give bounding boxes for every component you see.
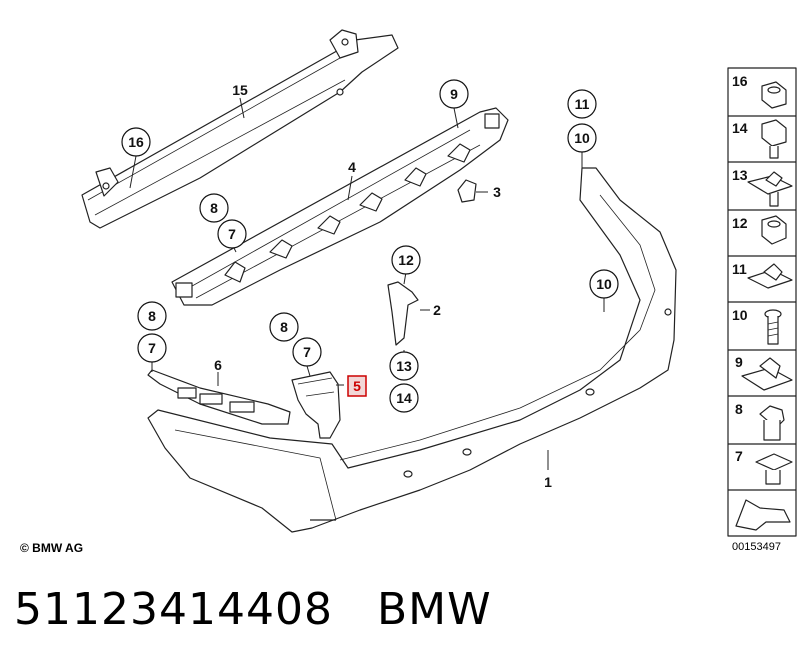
- callout-7-mid: 7: [303, 344, 311, 360]
- parts-diagram: 15 16 9 4 3 8 7 11 10 12 2 10 8 7 8 7 6 …: [81, 29, 797, 537]
- callout-14: 14: [396, 390, 412, 406]
- part-1-bumper: [147, 167, 677, 533]
- callout-13: 13: [396, 358, 412, 374]
- clip-nut-icon: [747, 171, 793, 207]
- legend-number-7: 7: [735, 448, 743, 464]
- callout-5: 5: [353, 378, 361, 394]
- callout-3: 3: [493, 184, 501, 200]
- callout-10: 10: [574, 130, 590, 146]
- clip-icon: [747, 263, 793, 289]
- part-caption: 51123414408 BMW: [14, 584, 492, 635]
- arrow-icon: [735, 499, 791, 531]
- copyright-text: © BMW AG: [20, 541, 84, 555]
- callout-2: 2: [433, 302, 441, 318]
- legend-number-13: 13: [732, 167, 748, 183]
- legend-number-10: 10: [732, 307, 748, 323]
- callout-circles: [121, 79, 619, 413]
- legend-number-8: 8: [735, 401, 743, 417]
- spring-clip-icon: [741, 357, 793, 391]
- screw-icon: [755, 453, 793, 485]
- part-6-guide: [147, 369, 291, 425]
- callout-7: 7: [228, 226, 236, 242]
- brand-name: BMW: [376, 584, 492, 635]
- part-number: 51123414408: [14, 584, 333, 635]
- legend-number-12: 12: [732, 215, 748, 231]
- part-3-clip: [457, 179, 477, 203]
- legend-number-14: 14: [732, 120, 748, 136]
- callout-11: 11: [575, 96, 590, 112]
- callout-8: 8: [210, 200, 218, 216]
- highlight-box-part-5: [347, 375, 367, 397]
- callout-8-mid: 8: [280, 319, 288, 335]
- callout-15: 15: [232, 82, 248, 98]
- callout-10-lower: 10: [596, 276, 612, 292]
- callout-16: 16: [128, 134, 144, 150]
- legend-number-9: 9: [735, 354, 743, 370]
- callout-9: 9: [450, 86, 458, 102]
- diagram-reference: 00153497: [732, 541, 781, 553]
- legend-number-11: 11: [732, 261, 747, 277]
- screw-with-washer-icon: [761, 119, 787, 159]
- callout-7-left: 7: [148, 340, 156, 356]
- expanding-rivet-icon: [759, 405, 785, 441]
- nut-icon: [761, 81, 787, 109]
- part-5-bracket: [291, 371, 341, 439]
- part-15-carrier: [81, 29, 399, 229]
- leader-lines: [129, 97, 605, 470]
- legend-panel: [727, 67, 797, 537]
- part-2-bracket: [387, 281, 419, 346]
- expanding-nut-icon: [761, 215, 787, 245]
- callout-6: 6: [214, 357, 222, 373]
- callout-4: 4: [348, 159, 356, 175]
- legend-number-16: 16: [732, 73, 748, 89]
- bolt-icon: [764, 309, 782, 345]
- callout-12: 12: [398, 252, 414, 268]
- callout-8-left: 8: [148, 308, 156, 324]
- part-4-bracket: [171, 107, 509, 306]
- callout-1: 1: [544, 474, 552, 490]
